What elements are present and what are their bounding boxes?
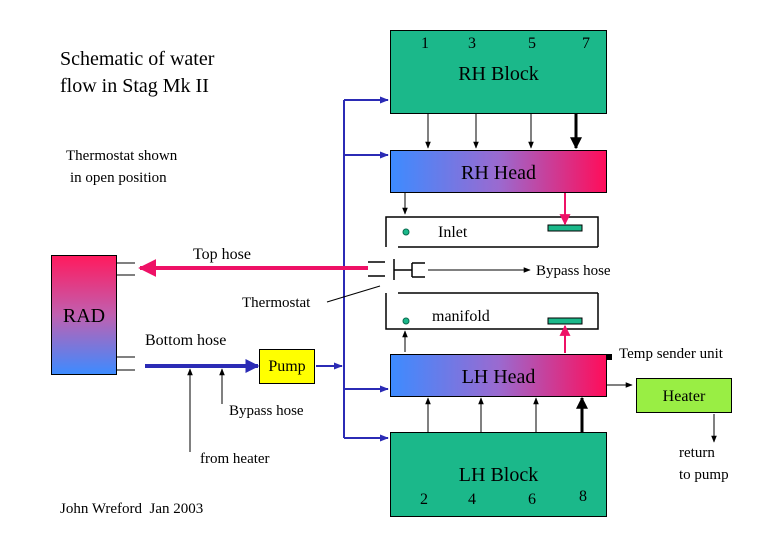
from-heater-label: from heater [200, 451, 270, 467]
author-credit: John Wreford Jan 2003 [60, 501, 204, 517]
bypass-hose-right-label: Bypass hose [536, 263, 611, 279]
top-hose-label: Top hose [193, 246, 251, 263]
note-line-2: in open position [70, 170, 167, 186]
title-line-2: flow in Stag Mk II [60, 75, 209, 97]
radiator: RAD [51, 255, 117, 375]
rh-head-label: RH Head [461, 162, 536, 184]
lh-head: LH Head [390, 354, 607, 397]
manifold-label: manifold [432, 308, 490, 325]
cylinder-5: 5 [528, 35, 536, 52]
manifold-port [402, 317, 410, 325]
thermostat-symbol [368, 259, 425, 280]
pump-label: Pump [268, 358, 306, 375]
inlet-port [402, 228, 410, 236]
cylinder-7: 7 [582, 35, 590, 52]
manifold-passage [547, 317, 583, 325]
note-line-1: Thermostat shown [66, 148, 178, 164]
temp-sender-label: Temp sender unit [619, 346, 723, 362]
cylinder-6: 6 [528, 491, 536, 508]
bottom-hose-label: Bottom hose [145, 332, 227, 349]
cylinder-3: 3 [468, 35, 476, 52]
heater: Heater [636, 378, 732, 413]
cylinder-4: 4 [468, 491, 476, 508]
thermostat-pointer [326, 285, 381, 303]
radiator-label: RAD [62, 305, 106, 327]
lh-block-label: LH Block [458, 464, 539, 486]
return-label-line-2: to pump [679, 467, 729, 483]
cylinder-1: 1 [421, 35, 429, 52]
cylinder-2: 2 [420, 491, 428, 508]
return-label-line-1: return [679, 445, 715, 461]
temp-sender-unit [606, 354, 612, 360]
thermostat-label: Thermostat [242, 295, 311, 311]
bypass-hose-left-label: Bypass hose [229, 403, 304, 419]
rh-head: RH Head [390, 150, 607, 193]
lh-block: LH Block 2 4 6 8 [390, 432, 607, 517]
inlet-manifold-housing [385, 216, 599, 330]
radiator-stubs [117, 262, 135, 371]
lh-head-label: LH Head [461, 366, 536, 388]
rh-block-label: RH Block [458, 63, 539, 85]
rh-block: 1 3 5 7 RH Block [390, 30, 607, 114]
heater-label: Heater [662, 388, 706, 405]
rh-block-to-head-arrows [425, 114, 534, 149]
pump: Pump [259, 349, 315, 384]
cylinder-8: 8 [579, 488, 587, 505]
title-line-1: Schematic of water [60, 48, 215, 70]
inlet-passage [547, 224, 583, 232]
inlet-label: Inlet [438, 224, 468, 241]
lh-block-to-head-arrows [425, 397, 539, 432]
